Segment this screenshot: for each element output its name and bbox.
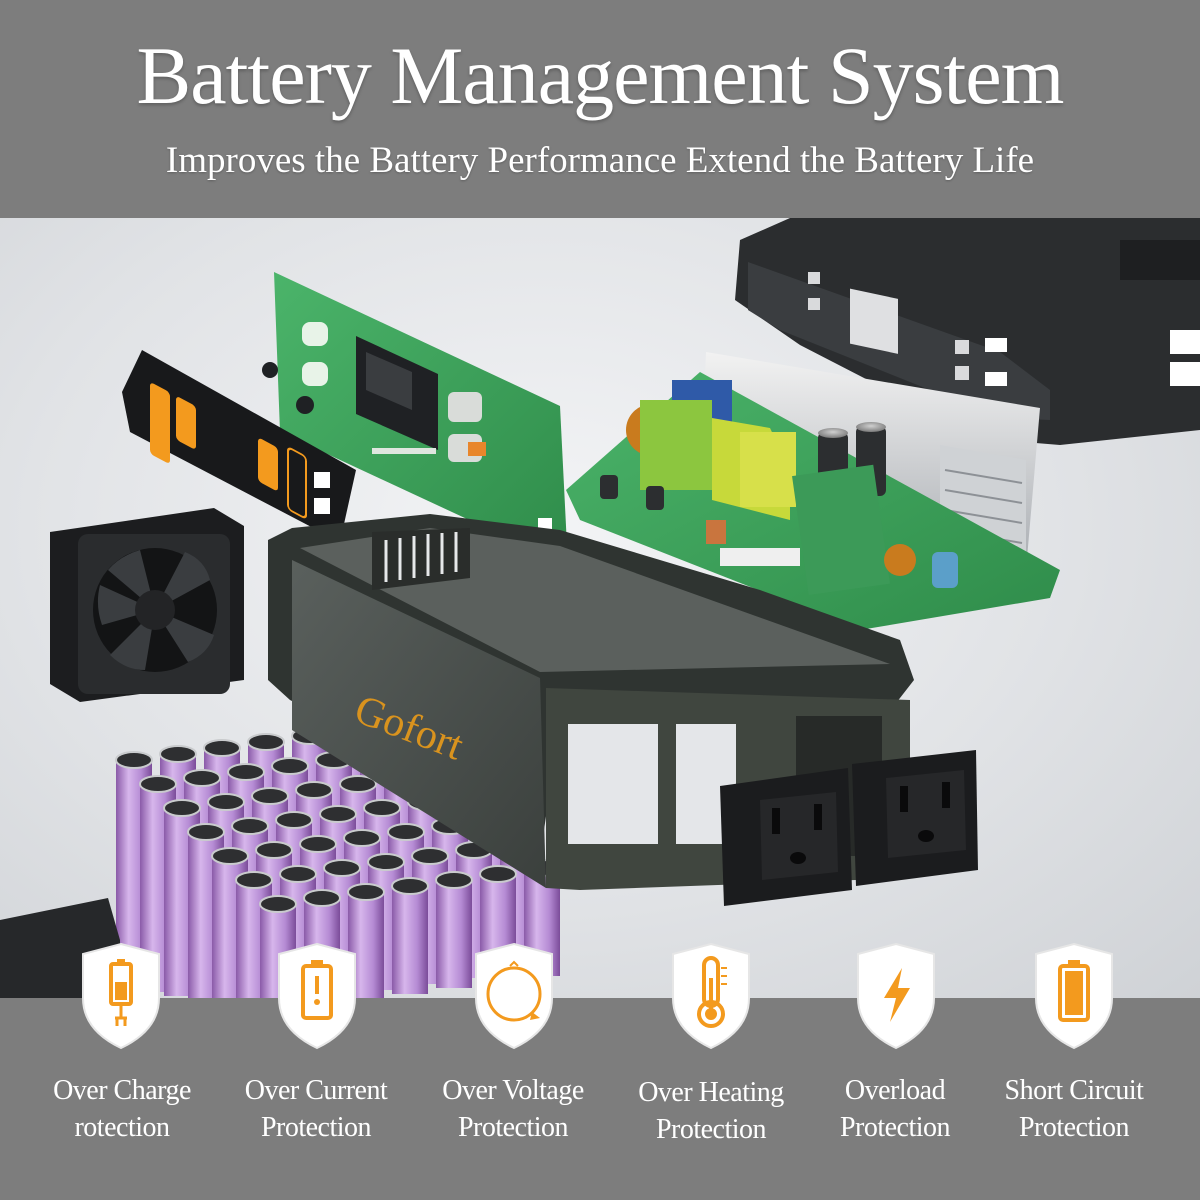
protection-features-band: Over Charge rotection Over Current Prote… — [0, 998, 1200, 1200]
battery-cell-top — [247, 733, 285, 751]
inverter-circuit-board — [566, 372, 1060, 630]
battery-warning-icon — [278, 942, 356, 1050]
feature-label-over-heating: Over Heating Protection — [616, 1074, 806, 1148]
charging-battery-icon — [82, 942, 160, 1050]
battery-cell-top — [203, 739, 241, 757]
feature-line-1: Over Current — [244, 1075, 388, 1106]
battery-cell-top — [275, 811, 313, 829]
cooling-fan-part — [50, 508, 244, 702]
feature-label-over-charge: Over Charge rotection — [27, 1072, 217, 1146]
top-cover-part — [735, 218, 1200, 445]
feature-line-1: Short Circuit — [1004, 1075, 1144, 1106]
battery-cell-top — [367, 853, 405, 871]
feature-line-2: Protection — [260, 1112, 372, 1143]
battery-cell-top — [411, 847, 449, 865]
battery-cell-top — [211, 847, 249, 865]
battery-cell-top — [387, 823, 425, 841]
feature-label-overload: Overload Protection — [800, 1072, 990, 1146]
poster-subtitle: Improves the Battery Performance Extend … — [165, 140, 1035, 181]
battery-cell-top — [159, 745, 197, 763]
header-band: Battery Management System Improves the B… — [0, 0, 1200, 218]
battery-cell-top — [323, 859, 361, 877]
feature-line-2: Protection — [655, 1114, 767, 1145]
battery-cell-top — [347, 883, 385, 901]
exploded-view-illustration: Gofort — [0, 218, 1200, 998]
battery-cell-top — [255, 841, 293, 859]
feature-line-2: Protection — [839, 1112, 951, 1143]
feature-line-2: Protection — [1018, 1112, 1130, 1143]
battery-cell-top — [187, 823, 225, 841]
battery-cell-top — [343, 829, 381, 847]
battery-cell-top — [115, 751, 153, 769]
battery-cell-top — [299, 835, 337, 853]
poster-title: Battery Management System — [136, 30, 1065, 121]
battery-cell-top — [391, 877, 429, 895]
battery-cell-top — [183, 769, 221, 787]
battery-cell-top — [207, 793, 245, 811]
exploded-product-render: Gofort — [0, 218, 1200, 998]
battery-cell-pack — [115, 715, 561, 998]
battery-cell-top — [339, 775, 377, 793]
battery-cell — [436, 880, 472, 988]
battery-cell-top — [479, 865, 517, 883]
control-circuit-board — [262, 272, 568, 566]
battery-cell-top — [231, 817, 269, 835]
feature-line-2: Protection — [457, 1112, 569, 1143]
voltage-cycle-icon — [475, 942, 553, 1050]
front-control-panel — [122, 350, 356, 542]
battery-cell-top — [435, 871, 473, 889]
feature-line-1: Over Heating — [638, 1077, 784, 1108]
ac-outlet-left — [720, 768, 852, 906]
feature-line-2: rotection — [74, 1112, 170, 1143]
thermometer-icon — [672, 942, 750, 1050]
feature-line-1: Over Voltage — [442, 1075, 584, 1106]
feature-label-short-circuit: Short Circuit Protection — [979, 1072, 1169, 1146]
battery-cell-top — [235, 871, 273, 889]
battery-cell-top — [227, 763, 265, 781]
battery-cell — [392, 886, 428, 994]
battery-cell-top — [163, 799, 201, 817]
battery-cell-top — [139, 775, 177, 793]
battery-cell-top — [271, 757, 309, 775]
battery-cell-top — [259, 895, 297, 913]
feature-line-1: Over Charge — [53, 1075, 191, 1106]
lightning-bolt-icon — [857, 942, 935, 1050]
battery-cell-top — [303, 889, 341, 907]
feature-label-over-voltage: Over Voltage Protection — [418, 1072, 608, 1146]
battery-cell-top — [363, 799, 401, 817]
feature-label-over-current: Over Current Protection — [221, 1072, 411, 1146]
ac-outlet-right — [852, 750, 978, 886]
full-battery-icon — [1035, 942, 1113, 1050]
battery-cell-top — [295, 781, 333, 799]
battery-cell-top — [319, 805, 357, 823]
battery-cell-top — [279, 865, 317, 883]
feature-line-1: Overload — [844, 1075, 946, 1106]
battery-cell-top — [251, 787, 289, 805]
